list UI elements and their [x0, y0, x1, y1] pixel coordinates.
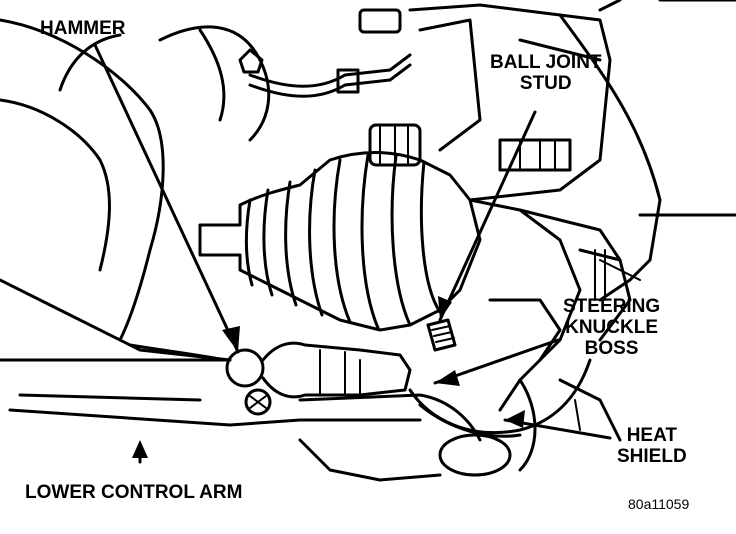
label-lower-control-arm: LOWER CONTROL ARM — [25, 482, 243, 503]
figure-id: 80a11059 — [628, 496, 690, 512]
label-ball-joint-stud: BALL JOINT STUD — [490, 52, 602, 94]
arrowheads — [132, 296, 525, 458]
lower-nut — [238, 48, 272, 416]
ball-joint-stud — [426, 318, 457, 352]
strut-body — [0, 18, 271, 342]
caliper-housing — [408, 0, 736, 302]
label-steering-knuckle-boss: STEERING KNUCKLE BOSS — [563, 296, 661, 359]
cv-boot — [198, 151, 482, 332]
leader-lines — [93, 43, 612, 464]
label-hammer: HAMMER — [40, 18, 126, 39]
label-heat-shield: HEAT SHIELD — [617, 425, 687, 467]
brake-line — [248, 53, 412, 98]
hammer — [225, 341, 412, 399]
fittings — [358, 8, 422, 167]
heat-shield — [408, 358, 622, 477]
